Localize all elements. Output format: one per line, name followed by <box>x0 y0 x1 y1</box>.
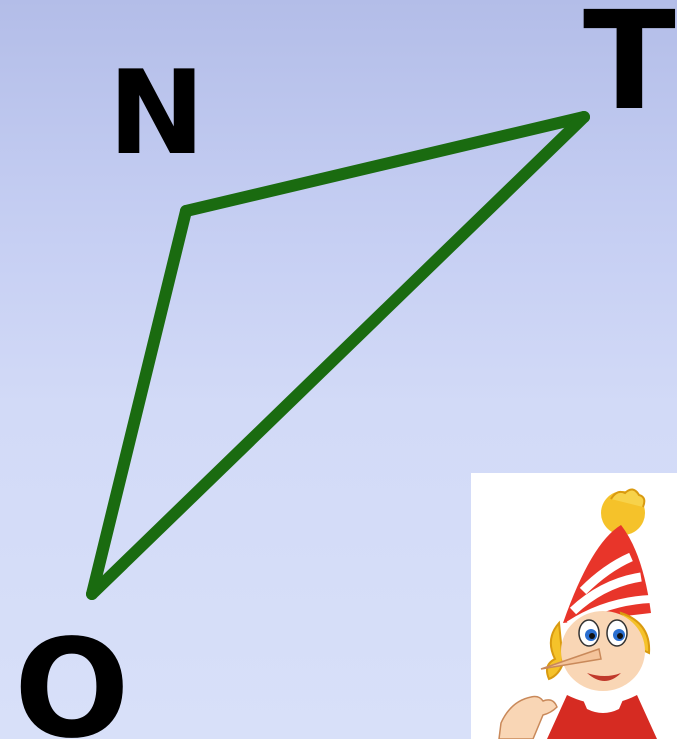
vertex-label-n: N <box>108 46 206 181</box>
edge-o-n <box>86 205 192 600</box>
edge-t-o <box>86 111 590 600</box>
cartoon-character-icon <box>498 488 657 739</box>
character-illustration <box>471 473 677 739</box>
vertex-label-o: O <box>14 611 130 739</box>
vertex-label-t: T <box>583 0 676 141</box>
edge-n-t <box>180 111 590 217</box>
